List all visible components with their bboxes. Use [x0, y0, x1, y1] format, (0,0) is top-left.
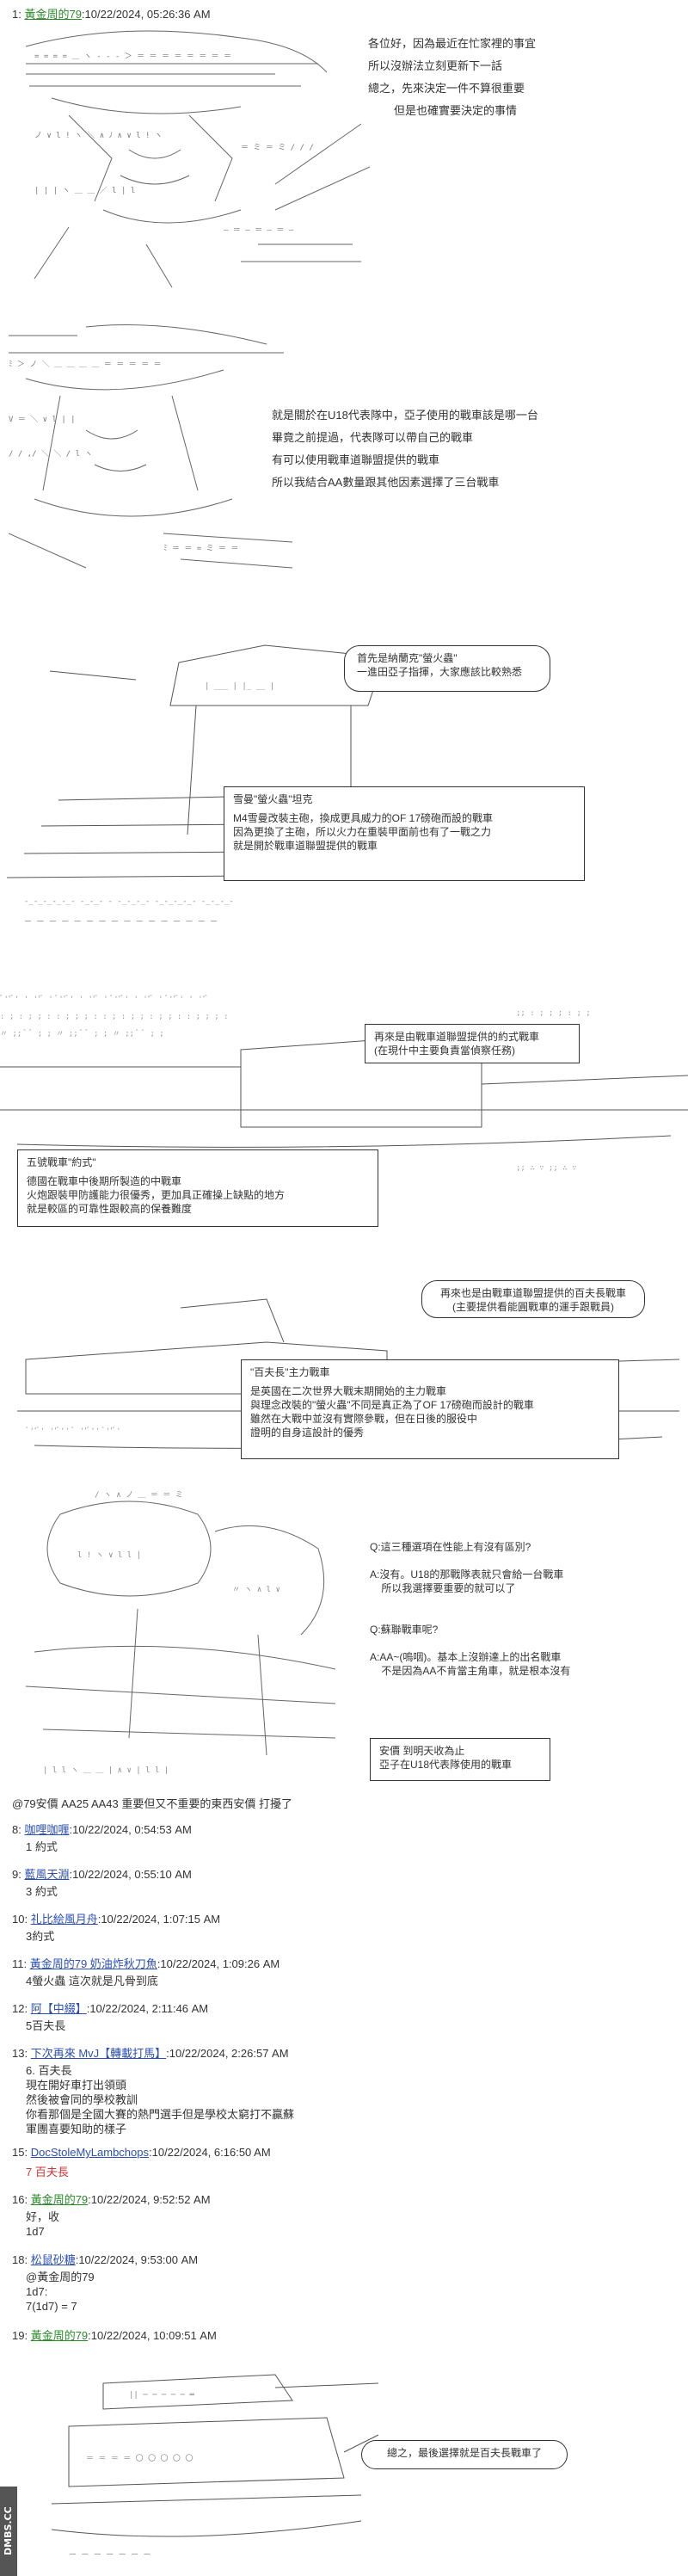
svg-text:|| ─ ─ ─ ─ ─ ═: || ─ ─ ─ ─ ─ ═ — [129, 2391, 194, 2400]
svg-text:-_-_-_-_-_- -_-_- - -_-_-_-: -_-_-_-_-_- -_-_- - -_-_-_- -_-_-_-_- -_… — [24, 897, 234, 906]
svg-text:;; : ; ; ; : ; ;: ;; : ; ; ; : ; ; — [516, 1009, 591, 1018]
poster-name-link[interactable]: 黃金周的79 — [24, 8, 82, 21]
svg-text:― ＝ ― ＝ ― ＝ ―: ― ＝ ― ＝ ― ＝ ― — [224, 226, 294, 235]
vote-box: 安價 到明天收為止 亞子在U18代表隊使用的戰車 — [370, 1738, 550, 1781]
svg-text:/ ヽ ∧ ノ ＿ ＝ ＝ ミ: / ヽ ∧ ノ ＿ ＝ ＝ ミ — [95, 1491, 183, 1500]
svg-text:;; ∴ ∵ ;; ∴ ∵: ;; ∴ ∵ ;; ∴ ∵ — [516, 1164, 576, 1173]
post-body: 好，收 1d7 — [26, 2210, 60, 2238]
post-header: 15: DocStoleMyLambchops:10/22/2024, 6:16… — [12, 2146, 271, 2159]
post-header: 16: 黃金周的79:10/22/2024, 9:52:52 AM — [12, 2193, 211, 2206]
svg-text:＝ ミ ＝ ミ / / /: ＝ ミ ＝ ミ / / / — [241, 144, 314, 152]
svg-text:| ___ | |_ __ |: | ___ | |_ __ | — [205, 682, 274, 691]
poster-name-link[interactable]: 松鼠砂糖 — [30, 2253, 76, 2266]
speech-bubble-centurion: 再來也是由戰車道聯盟提供的百夫長戰車 (主要提供看能圓戰車的運手跟戰員) — [421, 1280, 645, 1318]
post-header: 1: 黃金周的79:10/22/2024, 05:26:36 AM — [12, 8, 211, 21]
svg-text:〃 ;; ﾞ ﾞ ; ; 〃 ;; ﾞ ﾞ ; ; 〃: 〃 ;; ﾞ ﾞ ; ; 〃 ;; ﾞ ﾞ ; ; 〃 ;; ﾞ ﾞ ; ; — [0, 1029, 164, 1038]
post-header: 12: 阿【中綴】:10/22/2024, 2:11:46 AM — [12, 2002, 209, 2015]
svg-text:V ＝ ＼ ∨ l | |: V ＝ ＼ ∨ l | | — [9, 415, 76, 424]
scene2-narration: 就是關於在U18代表隊中，亞子使用的戰車該是哪一台 畢竟之前提過，代表隊可以帶自… — [272, 409, 538, 489]
ascii-art-two-characters: / ヽ ∧ ノ ＿ ＝ ＝ ミ l ! ヽ ∨ l l | 〃 ヽ ∧ l ∨ … — [9, 1480, 353, 1781]
speech-bubble-panther: 再來是由戰車道聯盟提供的約式戰車 (在現什中主要負責當偵察任務) — [365, 1024, 580, 1063]
site-watermark: DMBS.CC — [0, 2487, 17, 2576]
post-header: 9: 藍風天淵:10/22/2024, 0:55:10 AM — [12, 1868, 192, 1881]
svg-text:ノ ∨ l ! ヽ ＼ ∧ ﾉ ∧ ∨ l ! ヽ: ノ ∨ l ! ヽ ＼ ∧ ﾉ ∧ ∨ l ! ヽ — [34, 131, 163, 140]
post-body: 6. 百夫長 現在開好車打出領頭 然後被會同的學校教訓 你看那個是全國大賽的熱門… — [26, 2064, 295, 2135]
svg-text:ー ー ー ー ー ー ー: ー ー ー ー ー ー ー — [69, 2551, 151, 2560]
svg-text:ﾐ ＝ ＝ = ミ ＝ ＝: ﾐ ＝ ＝ = ミ ＝ ＝ — [163, 545, 238, 553]
svg-text:ﾐ ＞ ノ ＼ ＿ ＿ ＿ ＿ ＝ ＝ ＝ ＝ ＝: ﾐ ＞ ノ ＼ ＿ ＿ ＿ ＿ ＝ ＝ ＝ ＝ ＝ — [9, 360, 162, 369]
svg-text:| | | ヽ ＿ ＿ ／ l | l: | | | ヽ ＿ ＿ ／ l | l — [34, 186, 135, 195]
post-header: 10: 礼比絵風月舟:10/22/2024, 1:07:15 AM — [12, 1913, 221, 1926]
tank-art-final: || ─ ─ ─ ─ ─ ═ ＝ ＝ ＝ ＝ 〇 〇 〇 〇 〇 ー ー ー ー… — [17, 2349, 671, 2564]
poster-name-link[interactable]: 黃金周的79 奶油炸秋刀魚 — [29, 1957, 157, 1970]
post-body: 4螢火蟲 這次就是凡骨到底 — [26, 1975, 158, 1987]
poster-name-link[interactable]: 黃金周的79 — [30, 2329, 89, 2342]
svg-text:l ! ヽ ∨ l l |: l ! ヽ ∨ l l | — [77, 1551, 141, 1560]
post-header: 13: 下次再來 MvJ【轉載打馬】:10/22/2024, 2:26:57 A… — [12, 2047, 289, 2060]
poster-name-link[interactable]: 下次再來 MvJ【轉載打馬】 — [30, 2047, 167, 2060]
post-header: 11: 黃金周的79 奶油炸秋刀魚:10/22/2024, 1:09:26 AM — [12, 1957, 280, 1970]
svg-text:ー ー ー ー ー ー ー ー ー ー ー ー: ー ー ー ー ー ー ー ー ー ー ー ー ー ー ー ー — [24, 918, 218, 927]
svg-text:= = = = ＿ ヽ - - - ＞ ＝ ＝ ＝ ＝ ＝: = = = = ＿ ヽ - - - ＞ ＝ ＝ ＝ ＝ ＝ ＝ ＝ ＝ — [34, 52, 231, 61]
vote-footer: @79安價 AA25 AA43 重要但又不重要的東西安價 打擾了 — [12, 1797, 292, 1810]
post-body: 3 約式 — [26, 1885, 58, 1898]
poster-name-link[interactable]: 藍風天淵 — [24, 1868, 70, 1881]
post-body: 7 百夫長 — [26, 2166, 69, 2179]
post-header: 8: 咖哩咖喱:10/22/2024, 0:54:53 AM — [12, 1823, 192, 1836]
poster-name-link[interactable]: 阿【中綴】 — [30, 2002, 87, 2015]
ascii-art-character-2: ﾐ ＞ ノ ＼ ＿ ＿ ＿ ＿ ＝ ＝ ＝ ＝ ＝ V ＝ ＼ ∨ l | | … — [9, 318, 310, 576]
poster-name-link[interactable]: 咖哩咖喱 — [24, 1823, 70, 1836]
ascii-art-character: = = = = ＿ ヽ - - - ＞ ＝ ＝ ＝ ＝ ＝ ＝ ＝ ＝ ノ ∨ … — [17, 21, 370, 296]
svg-text:〃 ヽ ∧ l ∨: 〃 ヽ ∧ l ∨ — [232, 1586, 280, 1594]
scene1-narration: 各位好，因為最近在忙家裡的事宜 所以沒辦法立刻更新下一話 總之，先來決定一件不算… — [368, 37, 537, 117]
svg-text:/ / ,/ ＼ ＼ / l ヽ: / / ,/ ＼ ＼ / l ヽ — [9, 449, 92, 459]
speech-bubble-final: 總之，最後選擇就是百夫長戰車了 — [361, 2440, 568, 2469]
post-body: 3約式 — [26, 1930, 55, 1943]
svg-text:＝ ＝ ＝ ＝ 〇 〇 〇 〇 〇: ＝ ＝ ＝ ＝ 〇 〇 〇 〇 〇 — [86, 2454, 193, 2463]
poster-name-link[interactable]: 黃金周的79 — [30, 2193, 89, 2206]
tank-info-firefly: 雪曼"螢火蟲"坦克 M4雪曼改裝主砲，換成更具威力的OF 17磅砲而設的戰車 因… — [224, 786, 585, 881]
qa-text: Q:這三種選項在性能上有沒有區別? A:沒有。U18的那戰隊表就只會給一台戰車 … — [370, 1541, 571, 1677]
svg-text:: ; : ; ; : : ; ; ; : : ; : ;: : ; : ; ; : : ; ; ; : : ; : ; ; : ; ; : … — [0, 1013, 229, 1021]
poster-name-link[interactable]: 礼比絵風月舟 — [30, 1913, 98, 1926]
svg-text:ﾞ''ﾞ' ''ﾞ'' ﾞ ''ﾞ'' ﾞ''ﾞ': ﾞ''ﾞ' ''ﾞ'' ﾞ ''ﾞ'' ﾞ''ﾞ' — [26, 1427, 121, 1436]
tank-info-centurion: "百夫長"主力戰車 是英國在二次世界大戰末期開始的主力戰車 與理念改裝的"螢火蟲… — [241, 1359, 619, 1459]
post-body: @黃金周的79 1d7: 7(1d7) = 7 — [26, 2271, 95, 2313]
tank-info-panther: 五號戰車"約式" 德國在戰車中後期所製造的中戰車 火炮跟裝甲防護能力很優秀，更加… — [17, 1149, 378, 1227]
speech-bubble-firefly: 首先是納蘭克"螢火蟲" 一進田亞子指揮，大家應該比較熟悉 — [344, 645, 550, 692]
svg-text:| l l ヽ ＿ ＿ | ∧ ∨ | l l |: | l l ヽ ＿ ＿ | ∧ ∨ | l l | — [43, 1766, 169, 1775]
poster-name-link[interactable]: DocStoleMyLambchops — [30, 2146, 149, 2159]
post-body: 1 約式 — [26, 1840, 58, 1853]
post-body: 5百夫長 — [26, 2019, 66, 2032]
post-header: 18: 松鼠砂糖:10/22/2024, 9:53:00 AM — [12, 2253, 199, 2266]
post-header: 19: 黃金周的79:10/22/2024, 10:09:51 AM — [12, 2329, 217, 2342]
svg-text:ﾞ''ﾞ' ' ''ﾞ ' ﾞ''ﾞ' ' ''ﾞ ': ﾞ''ﾞ' ' ''ﾞ ' ﾞ''ﾞ' ' ''ﾞ ' ﾞ''ﾞ' ' ''ﾞ … — [0, 995, 209, 1004]
